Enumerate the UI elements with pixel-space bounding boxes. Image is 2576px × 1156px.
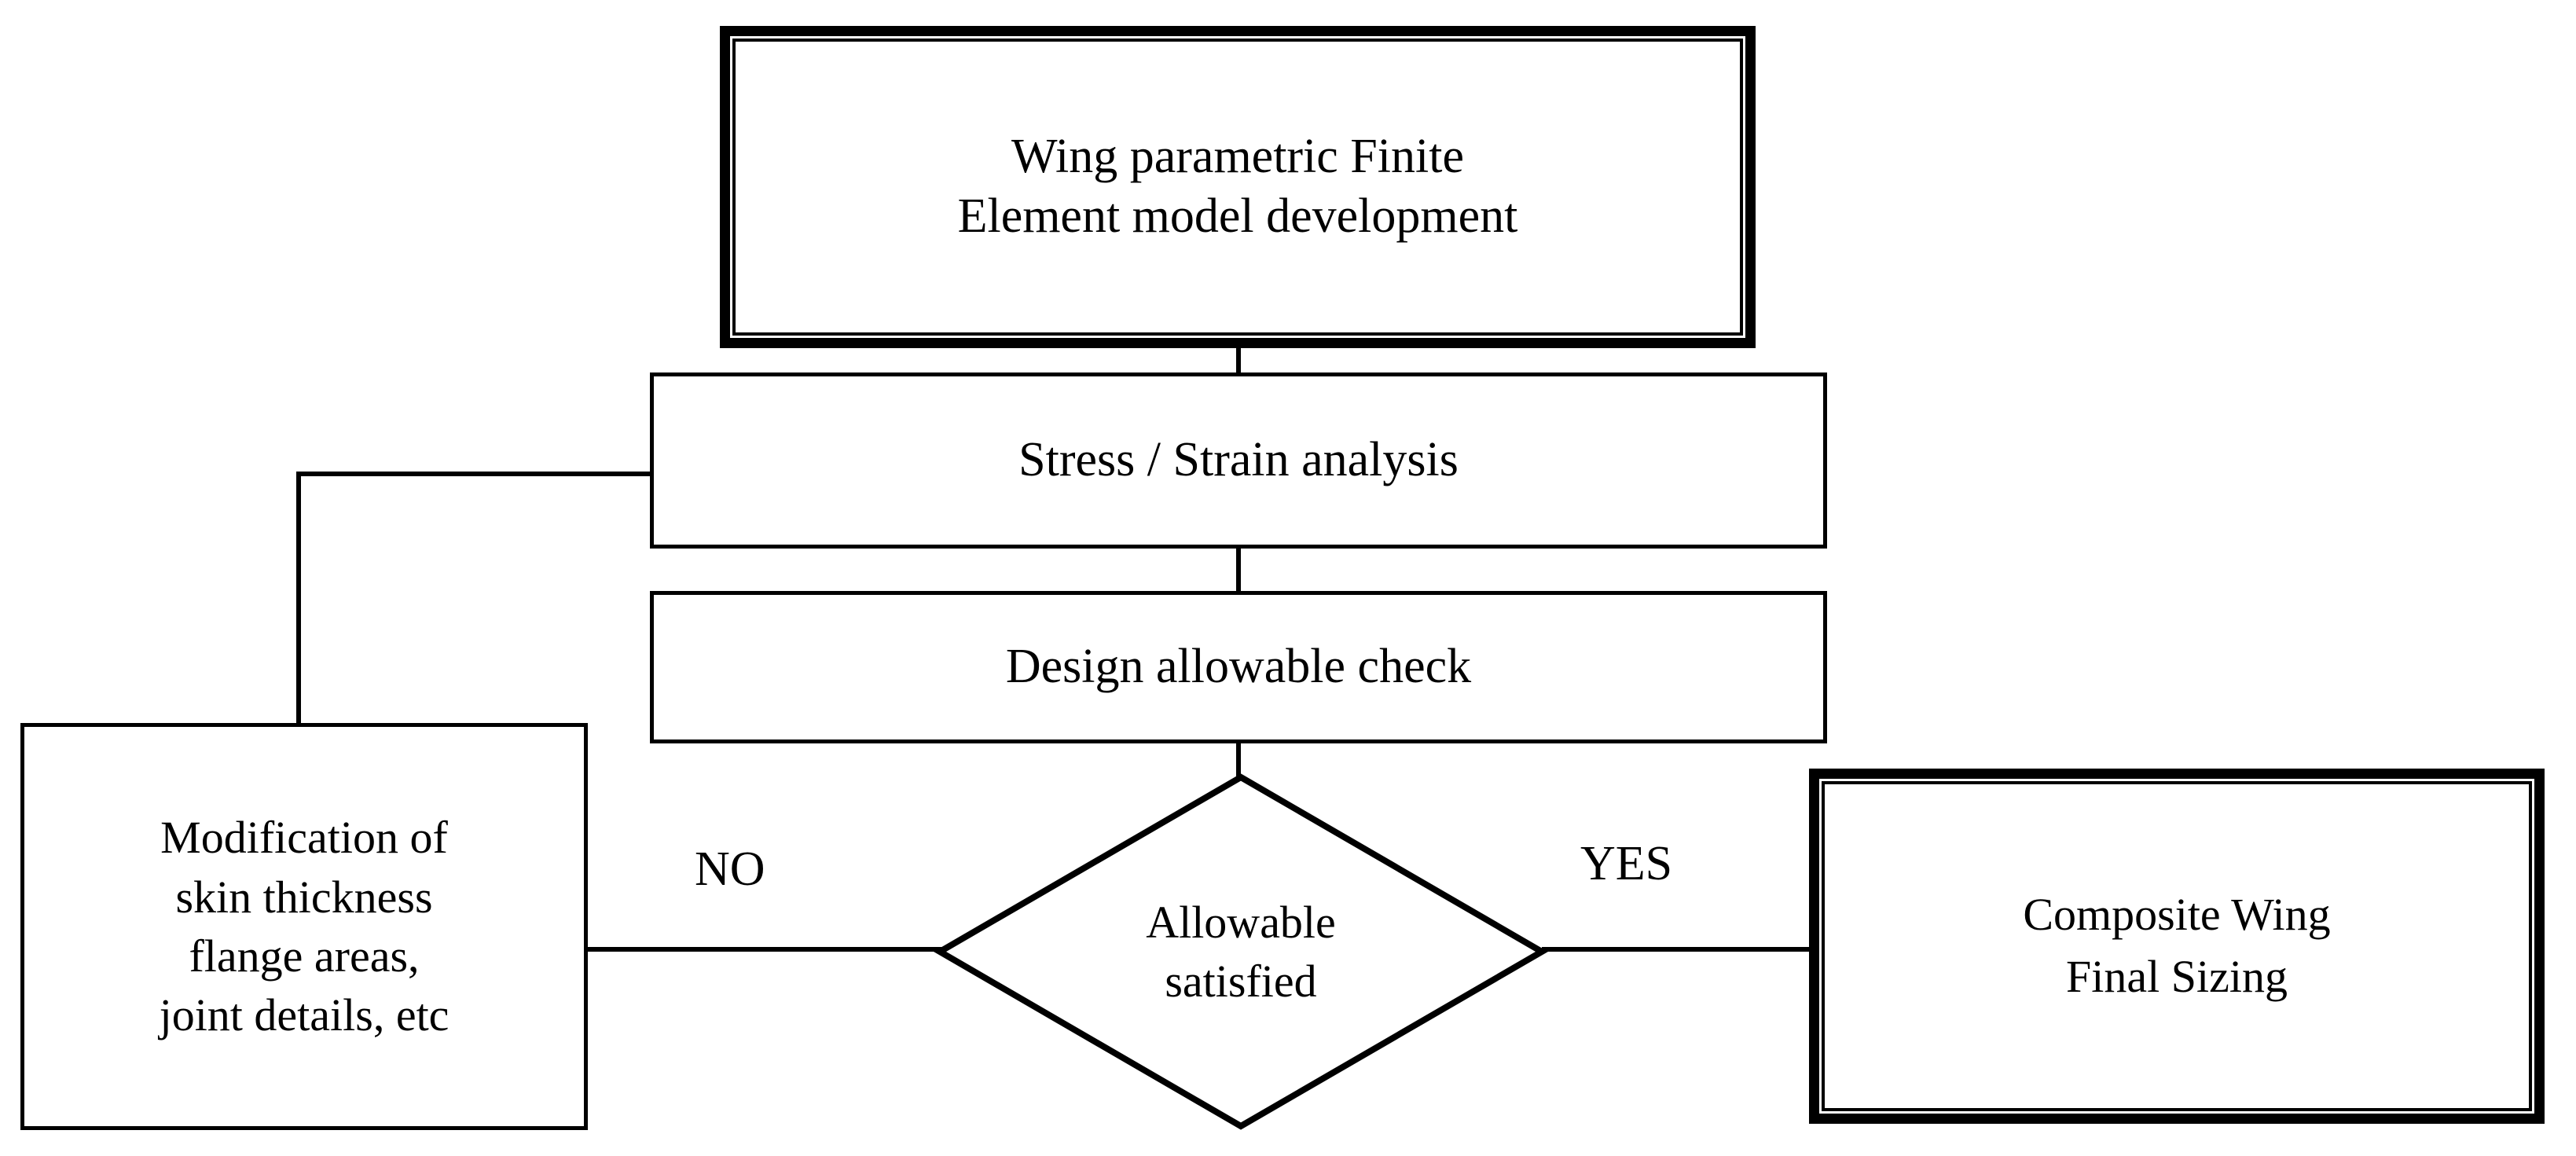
- node-wing-parametric-fe-model-line1: Wing parametric Finite: [1011, 130, 1464, 184]
- node-decision-line2: satisfied: [1165, 956, 1317, 1007]
- edge-label-no: NO: [695, 842, 765, 896]
- node-stress-strain-analysis-text: Stress / Strain analysis: [654, 376, 1823, 545]
- node-wing-parametric-fe-model-text: Wing parametric Finite Element model dev…: [736, 42, 1740, 332]
- connector-decision-no-horizontal: [585, 947, 944, 952]
- node-design-allowable-check[interactable]: Design allowable check: [650, 591, 1827, 743]
- node-wing-parametric-fe-model-line2: Element model development: [957, 189, 1518, 243]
- node-modification-line3: flange areas,: [189, 930, 420, 982]
- node-composite-wing-final-sizing-inner: Composite Wing Final Sizing: [1822, 781, 2532, 1111]
- node-composite-wing-final-sizing-text: Composite Wing Final Sizing: [1825, 784, 2529, 1108]
- node-stress-strain-analysis-line1: Stress / Strain analysis: [1018, 433, 1459, 487]
- node-modification-line2: skin thickness: [175, 871, 433, 923]
- edge-label-yes: YES: [1580, 837, 1673, 890]
- node-design-allowable-check-text: Design allowable check: [654, 595, 1823, 739]
- node-stress-strain-analysis[interactable]: Stress / Strain analysis: [650, 372, 1827, 549]
- node-decision-allowable-satisfied-text: Allowable satisfied: [937, 774, 1545, 1129]
- diamond-shape: [934, 773, 1548, 1130]
- node-modification-line1: Modification of: [160, 812, 448, 864]
- node-decision-allowable-satisfied[interactable]: Allowable satisfied: [934, 773, 1548, 1130]
- connector-model-to-stress: [1236, 344, 1241, 377]
- node-wing-parametric-fe-model-inner: Wing parametric Finite Element model dev…: [732, 39, 1743, 336]
- node-composite-wing-final-sizing[interactable]: Composite Wing Final Sizing: [1809, 769, 2545, 1124]
- node-design-allowable-check-line1: Design allowable check: [1005, 640, 1472, 694]
- node-modification-of-design-text: Modification of skin thickness flange ar…: [24, 727, 584, 1126]
- node-final-sizing-line2: Final Sizing: [2066, 951, 2288, 1002]
- node-wing-parametric-fe-model[interactable]: Wing parametric Finite Element model dev…: [720, 26, 1756, 348]
- node-modification-of-design[interactable]: Modification of skin thickness flange ar…: [20, 723, 588, 1130]
- connector-feedback-horizontal: [296, 472, 654, 476]
- connector-stress-to-allowable: [1236, 545, 1241, 595]
- connector-feedback-vertical: [296, 472, 301, 727]
- node-final-sizing-line1: Composite Wing: [2023, 889, 2331, 941]
- node-decision-line1: Allowable: [1146, 896, 1336, 948]
- node-modification-line4: joint details, etc: [159, 989, 450, 1041]
- connector-allowable-to-decision: [1236, 739, 1241, 782]
- connector-decision-yes-horizontal: [1542, 947, 1815, 952]
